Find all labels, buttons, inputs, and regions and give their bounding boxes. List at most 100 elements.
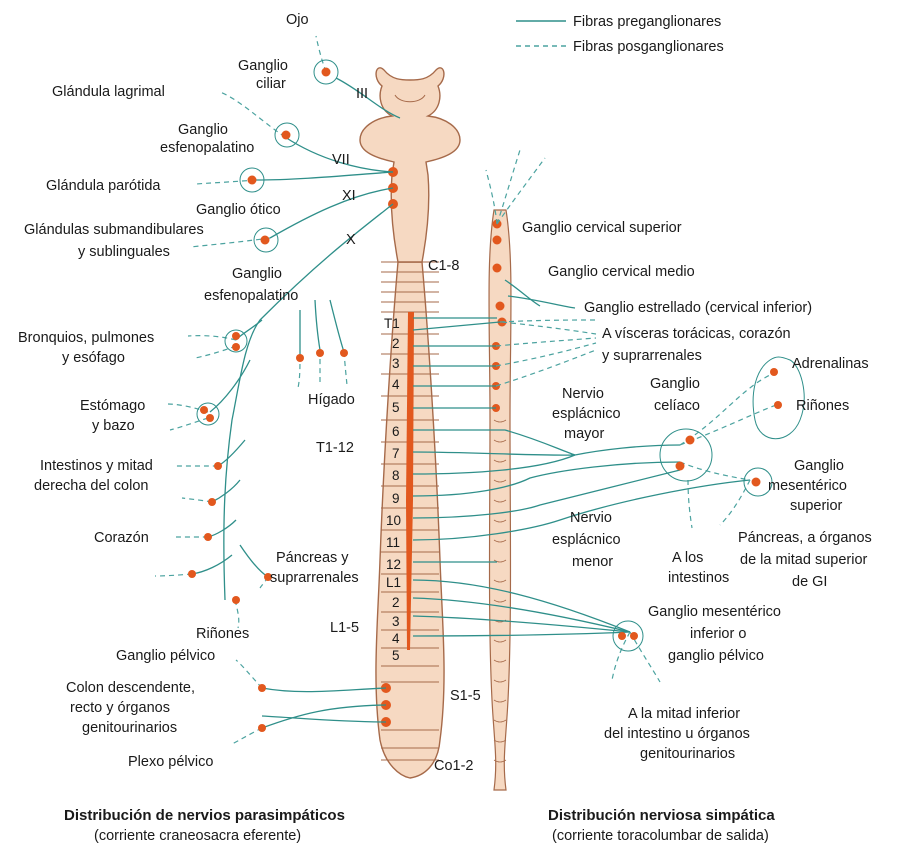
label-ganglio-celiaco-2: celíaco <box>654 398 700 414</box>
segment-l2: 2 <box>392 595 400 610</box>
label-pancreas-1: Páncreas y <box>276 550 349 566</box>
legend: Fibras preganglionares Fibras posganglio… <box>516 14 724 55</box>
spinal-cord <box>360 68 460 778</box>
stomach-ganglion <box>197 403 219 425</box>
label-nervio-vii: VII <box>332 152 350 168</box>
segment-t9: 9 <box>392 491 400 506</box>
segment-t2: 2 <box>392 336 400 351</box>
segment-t3: 3 <box>392 356 400 371</box>
segment-t1: T1 <box>384 316 400 331</box>
label-estomago-1: Estómago <box>80 398 145 414</box>
label-nervio-esplacnico-menor-3: menor <box>572 554 613 570</box>
legend-preganglionic: Fibras preganglionares <box>573 14 721 30</box>
label-ganglio-estrellado: Ganglio estrellado (cervical inferior) <box>584 300 812 316</box>
segment-t6: 6 <box>392 424 400 439</box>
segment-t11: 11 <box>386 535 400 550</box>
segment-t10: 10 <box>386 513 401 528</box>
label-corazon: Corazón <box>94 530 149 546</box>
sympathetic-labels: Ganglio cervical superior Ganglio cervic… <box>522 220 872 762</box>
ciliary-ganglion <box>314 60 338 84</box>
label-glandulas-submandibulares-1: Glándulas submandibulares <box>24 222 204 238</box>
label-visceras-toracicas-1: A vísceras torácicas, corazón <box>602 326 791 342</box>
sphenopalatine-ganglion <box>275 123 299 147</box>
label-ganglio-otico: Ganglio ótico <box>196 202 281 218</box>
segment-l5: 5 <box>392 648 400 663</box>
label-plexo-pelvico: Plexo pélvico <box>128 754 213 770</box>
label-intestinos-1: Intestinos y mitad <box>40 458 153 474</box>
lung-ganglion <box>225 330 247 352</box>
label-co1-2: Co1-2 <box>434 758 474 774</box>
segment-t4: 4 <box>392 377 400 392</box>
segment-l1: L1 <box>386 575 401 590</box>
label-nervio-iii: III <box>356 86 368 102</box>
label-adrenalinas: Adrenalinas <box>792 356 869 372</box>
celiac-ganglion <box>660 429 712 481</box>
label-l1-5: L1-5 <box>330 620 359 636</box>
label-ganglio-ciliar-2: ciliar <box>256 76 286 92</box>
label-visceras-toracicas-2: y suprarrenales <box>602 348 702 364</box>
label-glandulas-submandibulares-2: y sublinguales <box>78 244 170 260</box>
label-nervio-x: X <box>346 232 356 248</box>
caption-parasympathetic-title: Distribución de nervios parasimpáticos <box>64 807 345 824</box>
label-t1-12: T1-12 <box>316 440 354 456</box>
label-ganglio-cervical-superior: Ganglio cervical superior <box>522 220 682 236</box>
label-colon-descendente-3: genitourinarios <box>82 720 177 736</box>
label-ganglio-esfenopalatino2-1: Ganglio <box>232 266 282 282</box>
label-colon-descendente-1: Colon descendente, <box>66 680 195 696</box>
caption-sympathetic-subtitle: (corriente toracolumbar de salida) <box>552 828 769 844</box>
label-colon-descendente-2: recto y órganos <box>70 700 170 716</box>
label-a-los-intestinos-1: A los <box>672 550 703 566</box>
label-higado: Hígado <box>308 392 355 408</box>
label-nervio-esplacnico-menor-2: esplácnico <box>552 532 621 548</box>
label-ganglio-mesenterico-superior-3: superior <box>790 498 843 514</box>
label-c1-8: C1-8 <box>428 258 459 274</box>
label-ganglio-esfenopalatino2-2: esfenopalatino <box>204 288 298 304</box>
segment-t12: 12 <box>386 557 401 572</box>
label-pancreas-2: suprarrenales <box>270 570 359 586</box>
label-ganglio-mesenterico-inferior-3: ganglio pélvico <box>668 648 764 664</box>
segment-l4: 4 <box>392 631 400 646</box>
segment-t8: 8 <box>392 468 400 483</box>
label-ganglio-celiaco-1: Ganglio <box>650 376 700 392</box>
label-s1-5: S1-5 <box>450 688 481 704</box>
label-rinones: Riñones <box>796 398 849 414</box>
segment-t5: 5 <box>392 400 400 415</box>
label-ganglio-esfenopalatino-2: esfenopalatino <box>160 140 254 156</box>
label-mitad-inferior-2: del intestino u órganos <box>604 726 750 742</box>
label-ganglio-ciliar-1: Ganglio <box>238 58 288 74</box>
caption-parasympathetic-subtitle: (corriente craneosacra eferente) <box>94 828 301 844</box>
label-estomago-2: y bazo <box>92 418 135 434</box>
label-ganglio-mesenterico-superior-2: mesentérico <box>768 478 847 494</box>
label-nervio-esplacnico-mayor-3: mayor <box>564 426 604 442</box>
label-a-los-intestinos-2: intestinos <box>668 570 729 586</box>
parasympathetic-labels: Ojo Ganglio ciliar III Glándula lagrimal… <box>18 12 368 770</box>
label-ganglio-esfenopalatino-1: Ganglio <box>178 122 228 138</box>
label-pancreas-gi-2: de la mitad superior <box>740 552 868 568</box>
caption-sympathetic-title: Distribución nerviosa simpática <box>548 807 775 824</box>
label-nervio-esplacnico-mayor-2: esplácnico <box>552 406 621 422</box>
label-ojo: Ojo <box>286 12 309 28</box>
label-rinones: Riñones <box>196 626 249 642</box>
label-ganglio-mesenterico-superior-1: Ganglio <box>794 458 844 474</box>
brainstem <box>360 68 460 262</box>
sympathetic-chain <box>489 210 511 790</box>
label-nervio-esplacnico-mayor-1: Nervio <box>562 386 604 402</box>
label-glandula-lagrimal: Glándula lagrimal <box>52 84 165 100</box>
label-pancreas-gi-1: Páncreas, a órganos <box>738 530 872 546</box>
label-ganglio-mesenterico-inferior-2: inferior o <box>690 626 746 642</box>
label-mitad-inferior-1: A la mitad inferior <box>628 706 740 722</box>
label-bronquios-2: y esófago <box>62 350 125 366</box>
label-nervio-esplacnico-menor-1: Nervio <box>570 510 612 526</box>
label-ganglio-mesenterico-inferior-1: Ganglio mesentérico <box>648 604 781 620</box>
label-ganglio-pelvico: Ganglio pélvico <box>116 648 215 664</box>
segment-t7: 7 <box>392 446 400 461</box>
label-ganglio-cervical-medio: Ganglio cervical medio <box>548 264 695 280</box>
legend-postganglionic: Fibras posganglionares <box>573 39 724 55</box>
captions: Distribución de nervios parasimpáticos (… <box>64 807 775 844</box>
label-bronquios-1: Bronquios, pulmones <box>18 330 154 346</box>
label-pancreas-gi-3: de GI <box>792 574 827 590</box>
label-mitad-inferior-3: genitourinarios <box>640 746 735 762</box>
segment-l3: 3 <box>392 614 400 629</box>
